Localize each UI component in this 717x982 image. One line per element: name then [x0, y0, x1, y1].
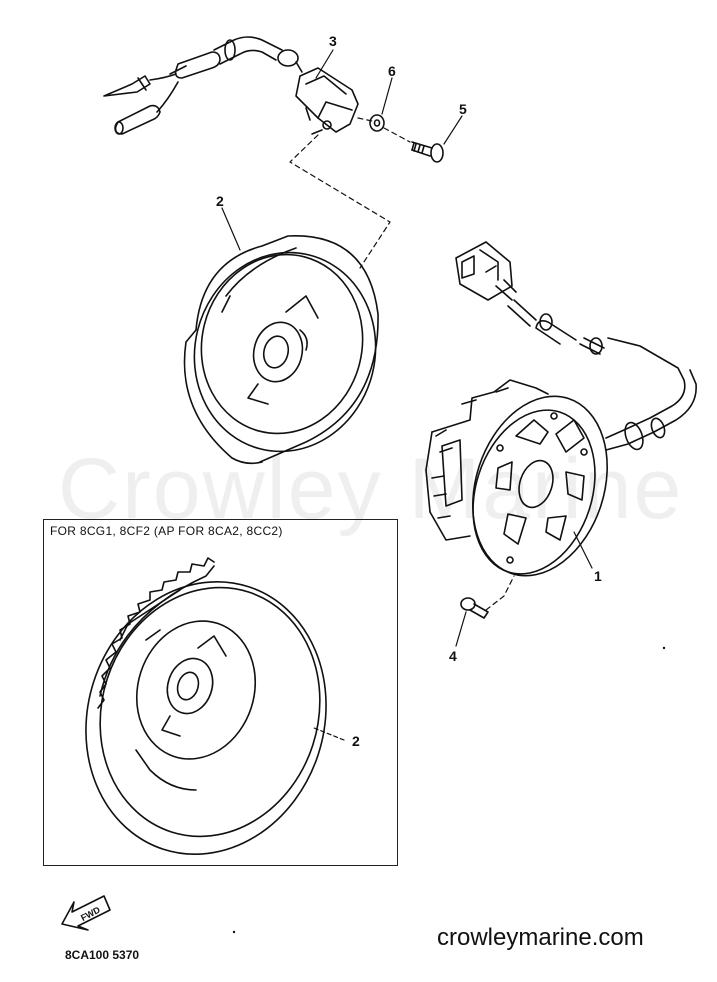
callout-3: 3: [329, 33, 337, 49]
washer-part-6: [369, 114, 385, 132]
fwd-arrow-icon: [61, 895, 111, 931]
assembly-line-stator: [485, 575, 515, 611]
assembly-lines: [289, 117, 411, 269]
callout-5: 5: [459, 101, 467, 117]
callout-2-inset: 2: [352, 733, 360, 749]
callout-4: 4: [449, 648, 457, 664]
inset-label: FOR 8CG1, 8CF2 (AP FOR 8CA2, 8CC2): [50, 524, 283, 538]
pulser-coil-assembly: [103, 36, 359, 135]
callout-6: 6: [388, 63, 396, 79]
website-link[interactable]: crowleymarine.com: [437, 924, 644, 951]
callout-leaders: [221, 49, 593, 741]
callout-2-top: 2: [216, 193, 224, 209]
watermark-text: Crowley Marine: [58, 441, 684, 537]
flywheel-rotor: [183, 235, 379, 465]
stator-assembly: [425, 241, 697, 577]
flywheel-ring-gear: [85, 557, 327, 856]
part-code: 8CA100 5370: [65, 948, 140, 962]
screw-part-5: [411, 141, 444, 163]
screw-part-4: [460, 597, 489, 619]
inset-box: [43, 519, 398, 866]
callout-1: 1: [594, 568, 602, 584]
